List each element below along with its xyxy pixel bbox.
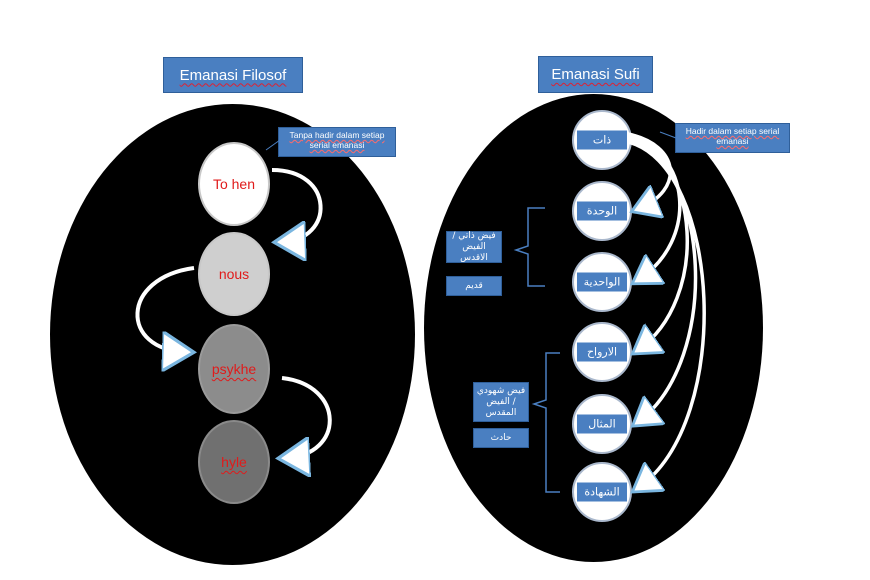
upper-group-box1: فيض ذاتي / الفيض الاقدس [446,231,502,263]
left-title-text: Emanasi Filosof [179,66,287,84]
right-note-text: Hadir dalam setiap serial emanasi [685,126,780,146]
node-hyle: hyle [198,420,270,504]
lower-group-box1-text: فيض شهودي / الفيض المقدس [476,385,526,418]
sufi-node-mithal-label: المثال [577,414,627,434]
sufi-node-wahidiyah-label: الواحدية [577,272,627,292]
left-note-connector [265,139,281,151]
sufi-node-dhat-label: ذات [577,130,627,150]
sufi-node-wahdah-label: الوحدة [577,201,627,221]
sufi-node-arwah: الارواح [572,322,632,382]
sufi-node-shahadah-label: الشهادة [577,482,627,502]
right-note-connector [659,131,677,139]
arrow-dhat-shahadah [627,140,706,488]
lower-group-box1: فيض شهودي / الفيض المقدس [473,382,529,422]
node-nous: nous [198,232,270,316]
right-title: Emanasi Sufi [538,56,653,93]
upper-brace [513,207,545,287]
node-psykhe-label: psykhe [211,361,257,377]
arrow-dhat-mithal [627,138,698,422]
right-title-text: Emanasi Sufi [551,66,640,83]
upper-group-box2: قديم [446,276,502,296]
left-title: Emanasi Filosof [163,57,303,93]
arrow-dhat-wahidiyah [627,134,682,280]
right-note: Hadir dalam setiap serial emanasi [675,123,790,153]
lower-group-box2-text: حادث [490,432,512,443]
upper-group-box2-text: قديم [465,280,483,291]
sufi-node-wahdah: الوحدة [572,181,632,241]
arrow-psykhe-hyle [282,376,332,458]
arrow-dhat-arwah [627,136,689,350]
node-psykhe: psykhe [198,324,270,414]
arrow-nous-psykhe [135,266,194,352]
node-hyle-label: hyle [221,454,247,470]
upper-group-box1-text: فيض ذاتي / الفيض الاقدس [452,230,496,263]
arrow-tohen-nous [272,168,323,242]
node-nous-label: nous [218,266,250,282]
sufi-node-wahidiyah: الواحدية [572,252,632,312]
sufi-node-mithal: المثال [572,394,632,454]
left-note-text: Tanpa hadir dalam setiap serial emanasi [289,130,385,150]
sufi-node-arwah-label: الارواح [577,342,627,362]
left-note: Tanpa hadir dalam setiap serial emanasi [278,127,396,157]
lower-brace [531,352,560,493]
node-to-hen-label: To hen [212,176,256,192]
node-to-hen: To hen [198,142,270,226]
lower-group-box2: حادث [473,428,529,448]
